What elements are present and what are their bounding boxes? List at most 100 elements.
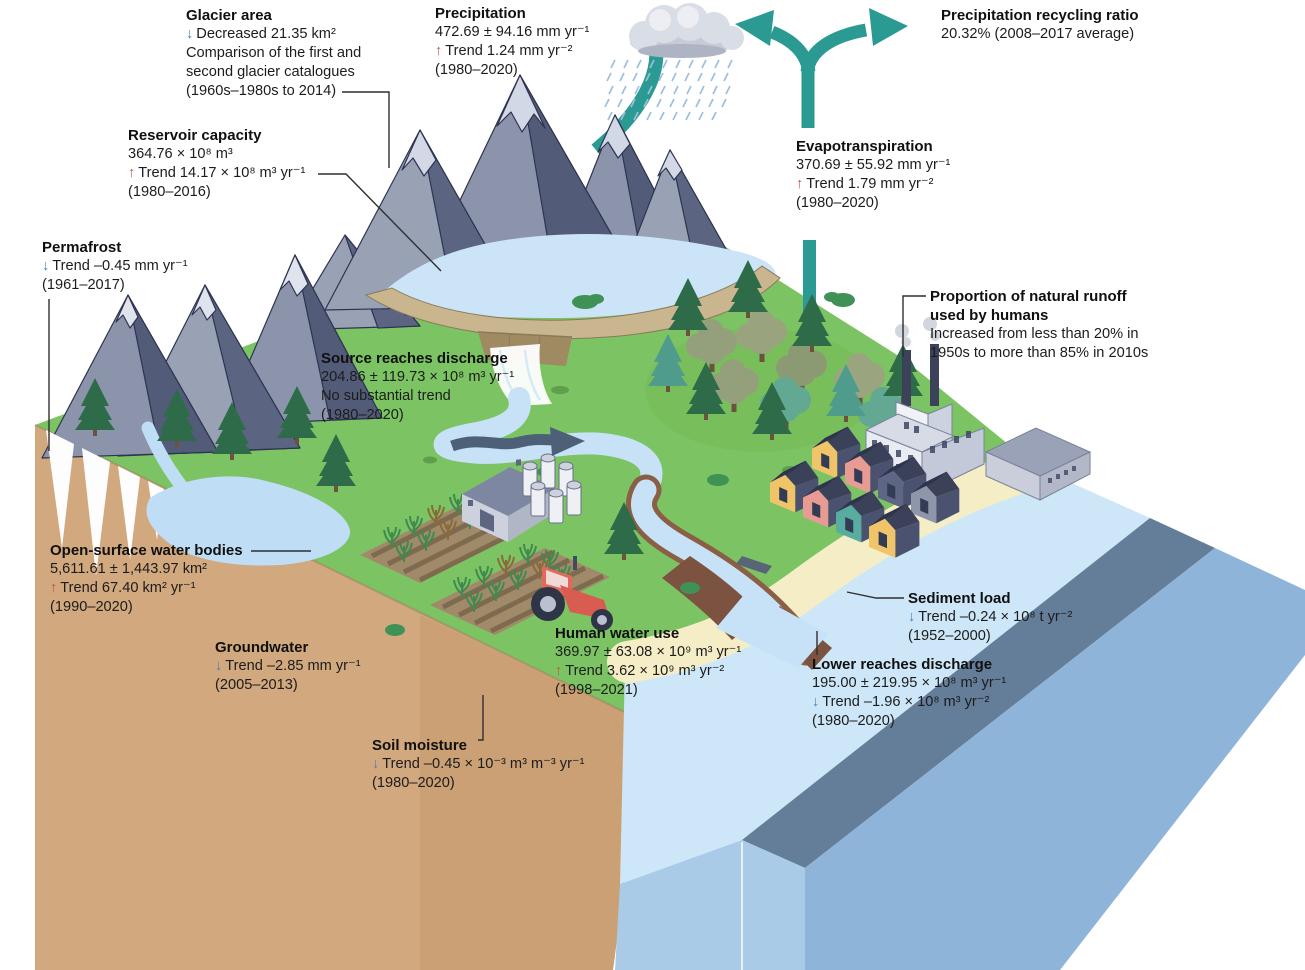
label-runoff-used-by-humans: Proportion of natural runoff used by hum… — [930, 287, 1148, 363]
label-line: (1998–2021) — [555, 682, 638, 698]
label-line: (1980–2020) — [372, 775, 455, 791]
label-line: ↓Trend –0.45 × 10⁻³ m³ m⁻³ yr⁻¹ — [372, 756, 585, 772]
evapotranspiration-arrow — [735, 8, 908, 128]
reservoir-icon — [380, 233, 776, 318]
label-source-reaches-discharge: Source reaches discharge 204.86 ± 119.73… — [321, 349, 514, 425]
tractor-icon — [531, 556, 613, 631]
up-trend-icon: ↑ — [128, 165, 136, 181]
label-title: Reservoir capacity — [128, 127, 262, 144]
label-line: Increased from less than 20% in — [930, 326, 1139, 342]
leader-reservoir — [318, 173, 442, 272]
label-line: ↓Decreased 21.35 km² — [186, 26, 336, 42]
bridge-plank-icon — [736, 556, 772, 574]
leader-sediment — [846, 591, 904, 599]
down-trend-icon: ↓ — [42, 258, 50, 274]
label-soil-moisture: Soil moisture ↓Trend –0.45 × 10⁻³ m³ m⁻³… — [372, 736, 585, 793]
label-title: used by humans — [930, 307, 1049, 324]
label-open-surface-water-bodies: Open-surface water bodies 5,611.61 ± 1,4… — [50, 541, 243, 617]
leader-runoff — [902, 295, 926, 357]
down-trend-icon: ↓ — [215, 658, 223, 674]
label-title: Glacier area — [186, 7, 272, 24]
label-glacier-area: Glacier area ↓Decreased 21.35 km² Compar… — [186, 6, 361, 101]
label-line: 1950s to more than 85% in 2010s — [930, 345, 1149, 361]
down-trend-icon: ↓ — [908, 609, 916, 625]
up-trend-icon: ↑ — [796, 176, 804, 192]
cloud-icon — [629, 3, 744, 58]
label-line: ↓Trend –0.24 × 10⁸ t yr⁻² — [908, 609, 1073, 625]
beach-icon — [607, 447, 1056, 683]
label-line: (1960s–1980s to 2014) — [186, 83, 337, 99]
label-line: (1980–2020) — [796, 195, 879, 211]
down-trend-icon: ↓ — [372, 756, 380, 772]
label-groundwater: Groundwater ↓Trend –2.85 mm yr⁻¹ (2005–2… — [215, 638, 361, 695]
label-human-water-use: Human water use 369.97 ± 63.08 × 10⁹ m³ … — [555, 624, 741, 700]
label-line: ↓Trend –2.85 mm yr⁻¹ — [215, 658, 361, 674]
label-line: ↑Trend 1.79 mm yr⁻² — [796, 176, 934, 192]
label-line: (1990–2020) — [50, 599, 133, 615]
leader-glacier — [342, 91, 390, 168]
label-line: 20.32% (2008–2017 average) — [941, 26, 1135, 42]
label-line: ↓Trend –0.45 mm yr⁻¹ — [42, 258, 188, 274]
up-trend-icon: ↑ — [555, 663, 563, 679]
label-lower-reaches-discharge: Lower reaches discharge 195.00 ± 219.95 … — [812, 655, 1006, 731]
label-line: (2005–2013) — [215, 677, 298, 693]
label-title: Precipitation — [435, 5, 526, 22]
label-sediment-load: Sediment load ↓Trend –0.24 × 10⁸ t yr⁻² … — [908, 589, 1072, 646]
label-line: (1980–2020) — [321, 407, 404, 423]
rain-icon — [604, 59, 733, 121]
label-title: Permafrost — [42, 239, 122, 256]
label-title: Groundwater — [215, 639, 309, 656]
label-title: Human water use — [555, 625, 680, 642]
recycling-arrow-head — [869, 8, 908, 46]
leader-lines — [48, 91, 926, 741]
label-line: (1952–2000) — [908, 628, 991, 644]
label-line: ↑Trend 67.40 km² yr⁻¹ — [50, 580, 196, 596]
label-title: Lower reaches discharge — [812, 656, 993, 673]
label-reservoir-capacity: Reservoir capacity 364.76 × 10⁸ m³ ↑Tren… — [128, 126, 305, 202]
label-title: Proportion of natural runoff — [930, 288, 1127, 305]
label-line: ↑Trend 3.62 × 10⁹ m³ yr⁻² — [555, 663, 725, 679]
label-line: No substantial trend — [321, 388, 451, 404]
label-line: 370.69 ± 55.92 mm yr⁻¹ — [796, 157, 951, 173]
label-title: Soil moisture — [372, 737, 468, 754]
leader-soil-moisture — [478, 695, 484, 741]
label-line: 195.00 ± 219.95 × 10⁸ m³ yr⁻¹ — [812, 675, 1007, 691]
label-line: 472.69 ± 94.16 mm yr⁻¹ — [435, 24, 590, 40]
label-line: 5,611.61 ± 1,443.97 km² — [50, 561, 208, 577]
label-line: (1980–2016) — [128, 184, 211, 200]
up-trend-icon: ↑ — [435, 43, 443, 59]
soil-cross-section — [34, 424, 646, 970]
arrow-head-left — [735, 10, 774, 46]
label-line: ↑Trend 14.17 × 10⁸ m³ yr⁻¹ — [128, 165, 306, 181]
label-precipitation: Precipitation 472.69 ± 94.16 mm yr⁻¹ ↑Tr… — [435, 4, 589, 80]
warehouse-icon — [984, 427, 1092, 501]
label-line: 369.97 ± 63.08 × 10⁹ m³ yr⁻¹ — [555, 644, 742, 660]
down-trend-icon: ↓ — [812, 694, 820, 710]
down-trend-icon: ↓ — [186, 26, 194, 42]
label-line: 204.86 ± 119.73 × 10⁸ m³ yr⁻¹ — [321, 369, 515, 385]
label-evapotranspiration: Evapotranspiration 370.69 ± 55.92 mm yr⁻… — [796, 137, 950, 213]
label-line: (1980–2020) — [812, 713, 895, 729]
label-title: Source reaches discharge — [321, 350, 508, 367]
label-title: Precipitation recycling ratio — [941, 7, 1139, 24]
river-flow-arrow — [450, 427, 585, 456]
label-permafrost: Permafrost ↓Trend –0.45 mm yr⁻¹ (1961–20… — [42, 238, 188, 295]
label-line: (1980–2020) — [435, 62, 518, 78]
label-title: Sediment load — [908, 590, 1011, 607]
up-trend-icon: ↑ — [50, 580, 58, 596]
label-line: (1961–2017) — [42, 277, 125, 293]
label-line: ↓Trend –1.96 × 10⁸ m³ yr⁻² — [812, 694, 990, 710]
label-line: second glacier catalogues — [186, 64, 355, 80]
label-line: Comparison of the first and — [186, 45, 362, 61]
smoke-icon — [895, 317, 940, 347]
sea-cross-section — [615, 468, 1305, 970]
label-line: ↑Trend 1.24 mm yr⁻² — [435, 43, 573, 59]
label-line: 364.76 × 10⁸ m³ — [128, 146, 233, 162]
silos-icon — [522, 453, 582, 524]
label-title: Evapotranspiration — [796, 138, 933, 155]
delta-icon — [662, 556, 832, 670]
label-title: Open-surface water bodies — [50, 542, 243, 559]
lake-icon — [141, 421, 351, 566]
